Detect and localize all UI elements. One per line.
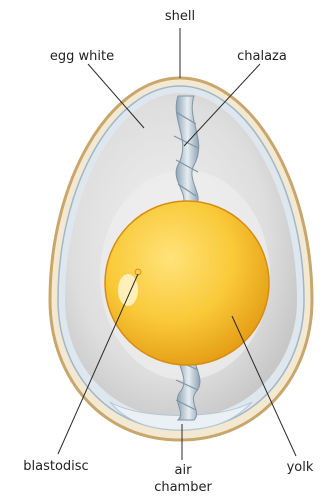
yolk-highlight <box>118 274 138 306</box>
label-air-chamber-line2: chamber <box>154 480 212 495</box>
label-egg-white: egg white <box>50 49 114 64</box>
label-blastodisc: blastodisc <box>23 459 88 474</box>
label-yolk: yolk <box>287 460 314 475</box>
label-shell: shell <box>165 9 195 24</box>
label-chalaza: chalaza <box>237 49 287 64</box>
label-air-chamber-line1: air <box>175 463 193 478</box>
